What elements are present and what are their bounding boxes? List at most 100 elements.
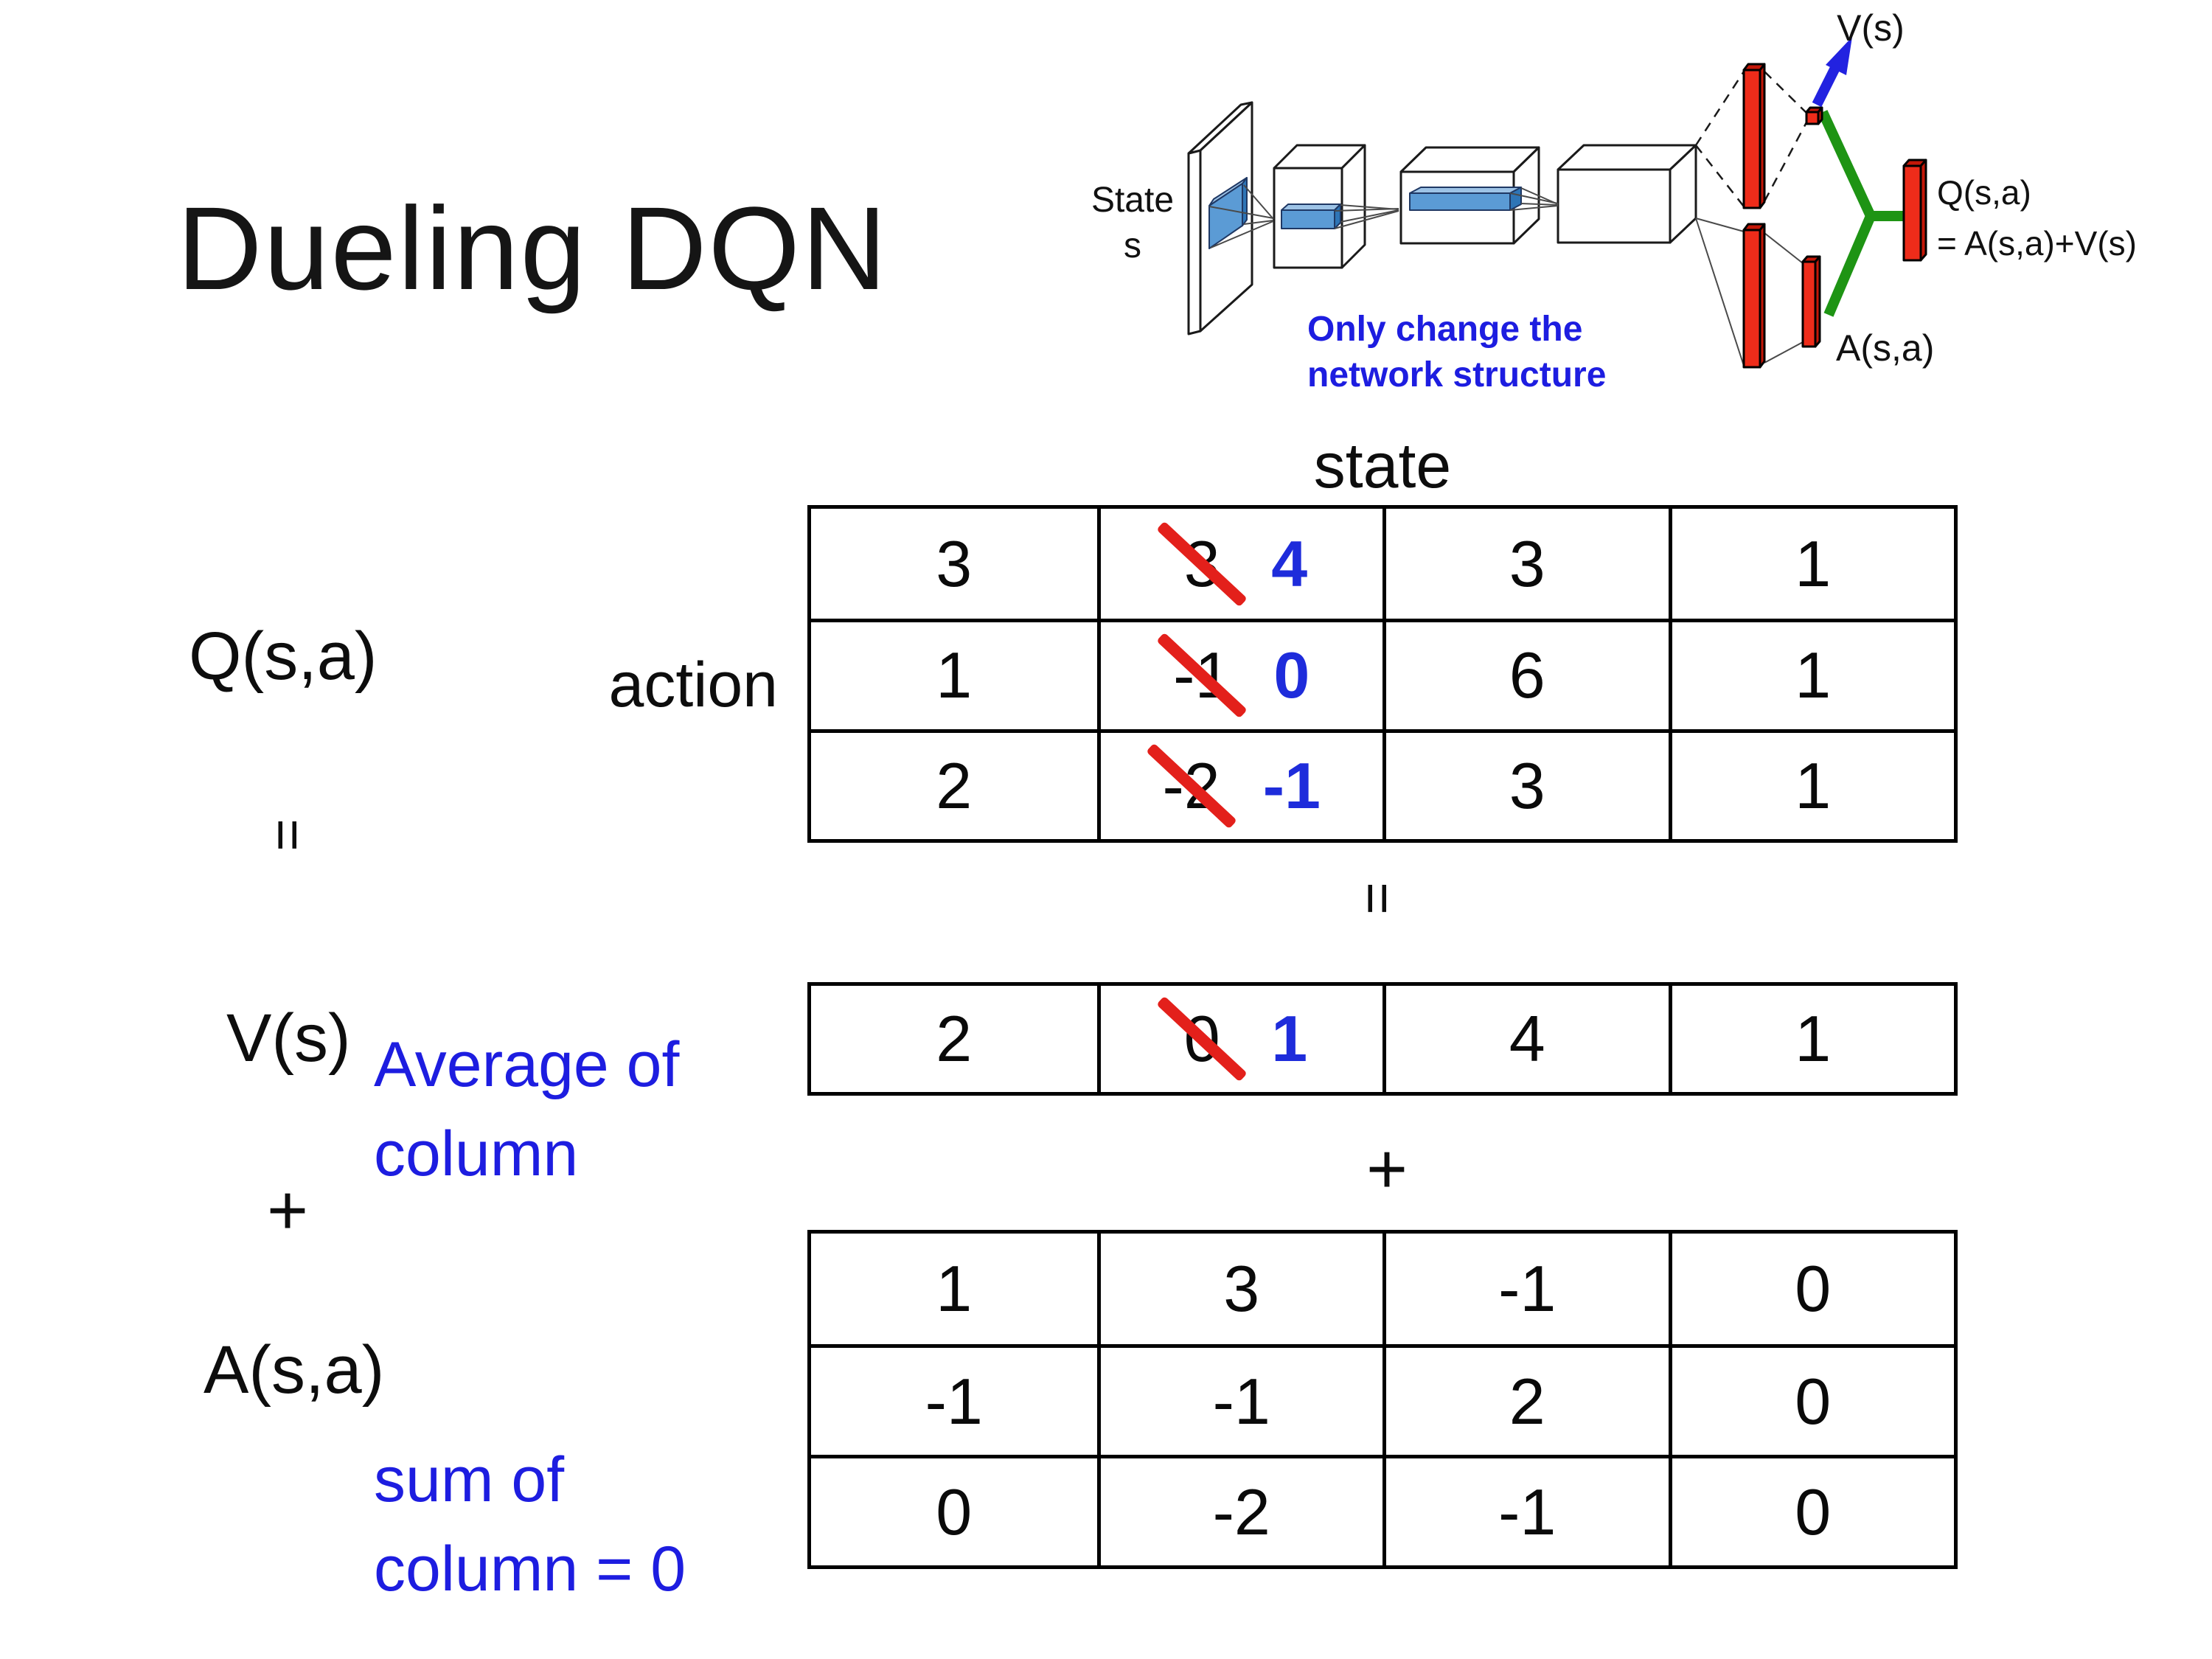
table-cell: 3 [1382,509,1669,619]
a-matrix-label: A(s,a) [204,1332,385,1408]
table-cell-crossed: 0 1 [1096,986,1383,1092]
v-note-line2: column [374,1119,579,1189]
plus-left-wrap: + [251,1171,324,1250]
cell-value: 1 [1795,748,1832,822]
table-cell-crossed: -2 -1 [1096,728,1382,839]
table-cell: 3 [1382,728,1669,839]
q-output-label-line1: Q(s,a) [1937,173,2031,212]
cell-value: -1 [1498,1475,1557,1548]
cell-value: 0 [1795,1252,1832,1325]
a-value-table: 1 3 -1 0 -1 -1 2 0 0 -2 -1 0 [807,1230,1958,1569]
v-scalar-node [1805,106,1823,125]
feature-bar-2 [1409,187,1522,211]
cell-value: 2 [936,748,973,822]
old-value-wrap: -1 [1156,633,1248,719]
page-title: Dueling DQN [177,182,888,314]
a-vector-node [1801,255,1821,348]
v-output-label: V(s) [1837,7,1905,49]
table-cell: 3 [811,509,1097,619]
equals-left-wrap: = [256,802,319,867]
equals-center-wrap: = [1345,866,1410,931]
v-matrix-label: V(s) [226,1001,351,1076]
v-stream-dashed-lines [1694,71,1808,207]
cell-value: 3 [1509,748,1545,822]
table-cell: 0 [811,1455,1097,1565]
equals-center: = [1346,881,1409,915]
table-cell: -1 [1382,1455,1669,1565]
a-output-label: A(s,a) [1836,327,1934,369]
cell-value: 3 [1509,526,1545,600]
v-output-arrow [1812,37,1852,108]
aggregation-links [1818,110,1903,317]
feature-bar-1 [1281,204,1341,229]
table-cell-crossed: -1 0 [1096,619,1382,729]
cell-value: -1 [1498,1252,1557,1325]
fc-box [1557,144,1697,244]
table-cell: -1 [811,1344,1097,1455]
q-value-table: 3 3 4 3 1 1 -1 0 6 1 2 -2 -1 3 1 [807,505,1958,843]
old-value-wrap: 3 [1156,521,1248,608]
table-cell: 6 [1382,619,1669,729]
q-output-label-line2: = A(s,a)+V(s) [1937,224,2137,262]
table-cell: 1 [811,619,1097,728]
fc-red-bar-lower [1742,223,1766,369]
cell-value: 1 [1795,1002,1832,1075]
cell-value: 6 [1509,639,1545,712]
equals-left: = [256,818,319,852]
cell-value: 1 [936,639,973,712]
table-cell: 1 [1668,619,1954,729]
q-output-bar [1902,159,1927,262]
v-note-line1: Average of [374,1029,680,1100]
table-cell: 1 [811,1234,1097,1344]
plus-center-wrap: + [1346,1130,1427,1208]
a-note-line1: sum of [374,1444,565,1515]
cell-value: -1 [925,1364,983,1438]
note-line2: network structure [1307,355,1606,394]
plus-left: + [266,1171,309,1250]
old-value-wrap: -2 [1145,742,1237,830]
note-line1: Only change the [1307,310,1582,349]
table-cell: -1 [1382,1234,1669,1344]
table-cell: 2 [811,728,1097,839]
conv-fan-lines [1208,184,1559,248]
new-value: 0 [1273,639,1310,712]
v-value-table: 2 0 1 4 1 [807,982,1958,1096]
table-cell: 0 [1668,1234,1955,1344]
cell-value: 1 [936,1252,973,1325]
table-cell: 2 [811,986,1097,1092]
new-value: 1 [1271,1002,1308,1075]
cell-value: 3 [936,526,973,600]
new-value: 4 [1271,526,1308,600]
cell-value: 4 [1509,1002,1545,1075]
new-value: -1 [1262,748,1321,822]
a-note-line2: column = 0 [374,1534,686,1604]
table-cell: 4 [1382,986,1669,1092]
action-row-label: action [608,650,779,720]
a-stream-lines [1695,218,1804,366]
state-label-line2: s [1124,226,1141,265]
cell-value: 0 [1795,1364,1832,1438]
table-cell-crossed: 3 4 [1096,509,1383,619]
cell-value: -2 [1212,1475,1270,1548]
table-cell: 2 [1382,1344,1669,1455]
table-cell: 0 [1668,1344,1954,1455]
table-cell: -1 [1096,1344,1382,1455]
cell-value: 3 [1223,1252,1260,1325]
cell-value: 0 [936,1475,973,1548]
fc-red-bar-upper [1742,63,1766,209]
table-cell: 0 [1668,1455,1954,1565]
cell-value: 2 [1509,1364,1545,1438]
plus-center: + [1366,1130,1408,1208]
cell-value: -1 [1212,1364,1270,1438]
cell-value: 0 [1795,1475,1832,1548]
table-cell: 3 [1096,1234,1383,1344]
old-value-wrap: 0 [1156,995,1248,1082]
state-label-line1: State [1091,181,1174,220]
network-architecture-diagram: State s Only change the network structur… [1091,7,2137,394]
cell-value: 1 [1795,526,1832,600]
table-cell: 1 [1668,986,1955,1092]
table-cell: 1 [1668,509,1955,619]
cell-value: 2 [936,1002,973,1075]
q-matrix-label: Q(s,a) [189,619,378,694]
